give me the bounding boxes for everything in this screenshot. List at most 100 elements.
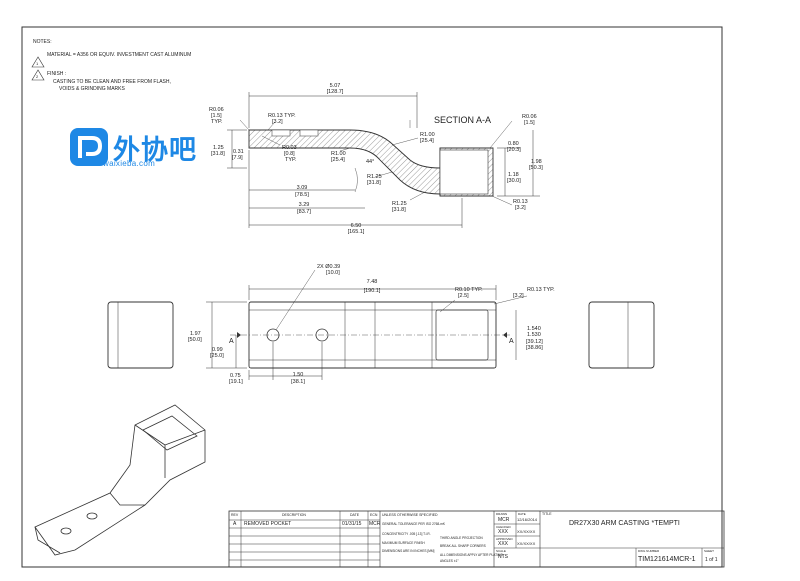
dim-197: 1.97 <box>190 331 201 337</box>
dim-r010-typ-mm: [2.5] <box>458 293 469 299</box>
dim-329-mm: [83.7] <box>297 209 311 215</box>
dim-holes-mm: [10.0] <box>326 270 340 276</box>
right-end-view <box>588 301 655 369</box>
tb-tol8: ANGLES ±1° <box>440 559 459 563</box>
dim-1540-mm: [39.12] <box>526 339 543 345</box>
dim-r100b: R1.00 <box>331 151 346 157</box>
dim-holes: 2X Ø0.39 <box>317 264 341 270</box>
section-slot-2 <box>299 129 319 137</box>
tb-rev-row-rev: A <box>233 521 237 527</box>
left-end-view <box>107 301 174 369</box>
tb-tol4: DIMENSIONS ARE IN INCHES [MM] <box>382 549 435 553</box>
dim-r125a-mm: [31.8] <box>367 180 381 186</box>
dim-118-mm: [30.0] <box>507 178 521 184</box>
dim-r006-left-mm: [1.5] <box>211 113 222 119</box>
dim-r100a-mm: [25.4] <box>420 138 434 144</box>
dim-r100a: R1.00 <box>420 132 435 138</box>
tb-tol6: BREAK ALL SHARP CORNERS <box>440 544 486 548</box>
dim-748: 7.48 <box>366 279 378 285</box>
dim-198-mm: [50.3] <box>529 165 543 171</box>
tb-date: 12/16/2014 <box>517 517 538 522</box>
dim-r013-right: R0.13 <box>513 199 528 205</box>
dim-650-mm: [165.1] <box>347 229 365 235</box>
tb-title: DR27X30 ARM CASTING *TEMPTI <box>569 520 680 527</box>
note-2-title: FINISH : <box>47 71 67 77</box>
dim-r125a: R1.25 <box>367 174 382 180</box>
dim-099-mm: [25.0] <box>210 353 224 359</box>
dim-r003-mm: [0.8] <box>284 151 295 157</box>
tb-drawn-label: DRAWN <box>496 512 508 516</box>
dim-r013-typ-mm: [3.2] <box>272 119 283 125</box>
tb-scale: NTS <box>498 554 508 560</box>
tb-date-header: DATE <box>350 513 360 517</box>
tb-checked-label: CHECKED <box>496 525 511 529</box>
dim-650: 6.50 <box>350 223 362 229</box>
tb-checked: XXX <box>498 529 509 535</box>
title-block <box>228 510 725 568</box>
dim-r125b: R1.25 <box>392 201 407 207</box>
tb-part-number: TIM121614MCR-1 <box>638 556 696 563</box>
dim-r100b-mm: [25.4] <box>331 157 345 163</box>
dim-197-mm: [50.0] <box>188 337 202 343</box>
tb-rev-row-date: 01/31/15 <box>342 521 362 527</box>
watermark-logo-icon <box>70 128 108 166</box>
dim-031: 0.31 <box>233 149 244 155</box>
note-2-line2: VOIDS & GRINDING MARKS <box>59 86 125 92</box>
dim-1530-mm: [38.86] <box>526 345 543 351</box>
dim-overall-top: 5.07 <box>329 83 341 89</box>
dim-309-mm: [78.5] <box>295 192 309 198</box>
dim-075: 0.75 <box>230 373 241 379</box>
note-triangle-2 <box>31 69 45 81</box>
dim-150-mm: [38.1] <box>291 379 305 385</box>
dim-125-mm: [31.8] <box>211 151 225 157</box>
tb-rev-row-desc: REMOVED POCKET <box>244 521 292 527</box>
tb-scale-label: SCALE <box>496 549 506 553</box>
isometric-view <box>34 404 206 556</box>
plan-view <box>206 269 528 380</box>
dim-1530: 1.530 <box>527 332 541 338</box>
dim-125: 1.25 <box>213 145 224 151</box>
dim-150: 1.50 <box>292 372 304 378</box>
tb-unless: UNLESS OTHERWISE SPECIFIED <box>382 513 438 517</box>
sheet-border <box>21 26 723 568</box>
section-marker-left: A <box>229 338 234 345</box>
note-1: MATERIAL = A356 OR EQUIV. INVESTMENT CAS… <box>47 52 192 58</box>
note-triangle-1 <box>31 56 45 68</box>
tb-date-label: DATE <box>518 512 526 516</box>
section-view <box>227 92 540 228</box>
notes-heading: NOTES: <box>33 39 52 45</box>
note-1-number: 1 <box>36 61 39 66</box>
tb-rev-row-by: MCR <box>369 521 381 527</box>
dim-r006-right-mm: [1.5] <box>524 120 535 126</box>
dim-r006-left: R0.06 <box>209 107 224 113</box>
dim-080-mm: [20.3] <box>507 147 521 153</box>
tb-xx1: XX/XX/XX <box>517 529 536 534</box>
dim-099: 0.99 <box>212 347 223 353</box>
dim-r003: R0.03 <box>282 145 297 151</box>
dim-329: 3.29 <box>298 202 310 208</box>
tb-rev-header: REV <box>231 513 239 517</box>
section-label: SECTION A-A <box>434 115 492 125</box>
dim-1540: 1.540 <box>527 326 541 332</box>
tb-tol3: MAXIMUM SURFACE FINISH <box>382 541 425 545</box>
section-marker-right: A <box>509 338 514 345</box>
dim-r013-typ-plan-mm: [3.2] <box>513 293 524 299</box>
tb-xx2: XX/XX/XX <box>517 541 536 546</box>
tb-tol7: ALL DIMENSIONS APPLY AFTER PLATING <box>440 553 503 557</box>
tb-drawn: MCR <box>498 517 510 523</box>
dim-748-mm: [190.1] <box>363 288 381 294</box>
tb-tol1: GENERAL TOLERANCE PER ISO 2768-mK <box>382 522 446 526</box>
watermark-url: waixieba.com <box>103 159 156 168</box>
tb-tol2: CONCENTRICITY .005 [.13] T.I.R. <box>382 532 431 536</box>
dim-031-mm: [7.9] <box>232 155 243 161</box>
tb-title-label: TITLE <box>542 512 552 516</box>
note-2-line1: CASTING TO BE CLEAN AND FREE FROM FLASH, <box>53 79 171 85</box>
dim-angle: 44° <box>366 159 375 165</box>
section-pocket-wall <box>439 149 489 195</box>
tb-ecn-header: ECN <box>370 513 378 517</box>
section-profile <box>248 129 494 197</box>
watermark-text: 外协吧 <box>113 135 197 165</box>
tb-pn-label: DWG NUMBER <box>638 549 660 553</box>
dim-r013-typ: R0.13 TYP. <box>268 113 296 119</box>
